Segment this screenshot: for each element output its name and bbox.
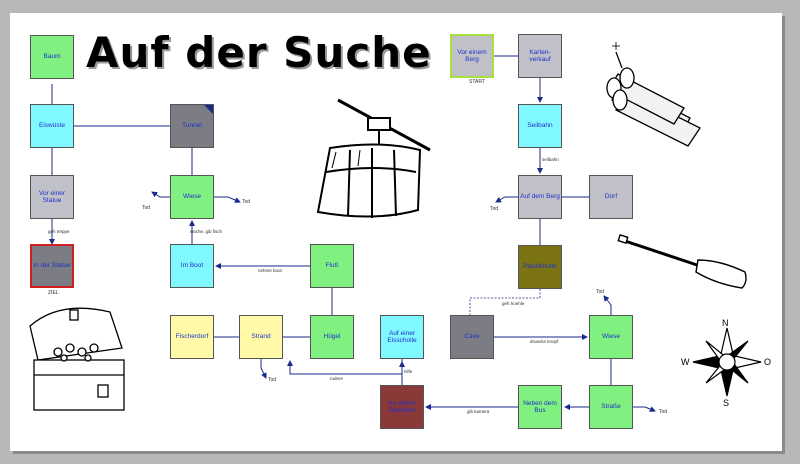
node-satellit[interactable]: Au einem Satelliten [380, 385, 424, 429]
paddle-icon [617, 234, 747, 289]
node-eiswueste[interactable]: Eiswüste [30, 104, 74, 148]
game-sheet [10, 13, 782, 451]
arrow-eis-strand [287, 359, 403, 375]
corner-marker [204, 105, 213, 114]
node-dorf[interactable]: Dorf [589, 175, 633, 219]
edge-druecke-knopf: druecke knopf [530, 339, 559, 344]
compass-rose-icon [692, 327, 762, 397]
node-seilbahn[interactable]: Seilbahn [518, 104, 562, 148]
tod-label-2: Tod [242, 199, 251, 205]
node-tunnel[interactable]: Tunnel [170, 104, 214, 148]
tod-wiese-r [603, 295, 612, 315]
node-eisscholle[interactable]: Auf einer Eisscholle [380, 315, 424, 359]
edge-wache: wache, gib fisch [190, 229, 223, 234]
tod-aufberg [495, 196, 518, 203]
node-cave[interactable]: Cave [450, 315, 494, 359]
tod-wiese-l-left [151, 191, 170, 198]
tod-strasse [633, 406, 656, 412]
node-wiese-left[interactable]: Wiese [170, 175, 214, 219]
edge-geh-hoehle: geh hoehle [502, 301, 525, 306]
edge-seilbahn: seilbahn [542, 157, 559, 162]
ziel-label: ZIEL [48, 290, 59, 296]
tod-wiese-l-right [214, 196, 241, 203]
compass-o: O [764, 357, 772, 367]
edge-rudere: rudere [330, 376, 344, 381]
node-fluss[interactable]: Fluß [310, 244, 354, 288]
node-baum[interactable]: Baum [30, 35, 74, 79]
compass-n: N [722, 318, 729, 328]
page-title: Auf der Suche [86, 28, 432, 77]
node-kartenverkauf[interactable]: Karten-verkauf [518, 34, 562, 78]
dynamite-icon [606, 42, 701, 147]
node-strand[interactable]: Strand [239, 315, 283, 359]
link-plastik-cave [469, 289, 541, 315]
edge-gib-kamera: gib kamera [467, 409, 490, 414]
edge-nehme-boot: nehme boot [258, 268, 282, 273]
node-auf-berg[interactable]: Auf dem Berg [518, 175, 562, 219]
tod-label-5: Tod [596, 289, 605, 295]
edge-geh-treppe: geh treppe [48, 229, 70, 234]
node-fischerdorf[interactable]: Fischerdorf [170, 315, 214, 359]
start-label: START [469, 79, 485, 85]
compass-w: W [681, 357, 690, 367]
node-vor-statue[interactable]: Vor einer Statue [30, 175, 74, 219]
node-vor-berg[interactable]: Vor einem Berg [450, 34, 494, 78]
node-in-statue[interactable]: In der Statue [30, 244, 74, 288]
treasure-chest-icon [29, 307, 125, 411]
compass-s: S [723, 398, 730, 408]
node-strasse[interactable]: Straße [589, 385, 633, 429]
node-im-boot[interactable]: Im Boot [170, 244, 214, 288]
tod-strand [260, 359, 267, 379]
node-plastikhuette[interactable]: Plastikhütte [518, 245, 562, 289]
cable-car-icon [316, 98, 431, 218]
tod-label-1: Tod [142, 205, 151, 211]
tod-label-6: Tod [659, 409, 668, 415]
node-huegel[interactable]: Hügel [310, 315, 354, 359]
tod-label-3: Tod [268, 377, 277, 383]
node-neben-bus[interactable]: Neben dem Bus [518, 385, 562, 429]
node-wiese-right[interactable]: Wiese [589, 315, 633, 359]
edge-hilfe: hilfe [404, 369, 413, 374]
tod-label-4: Tod [490, 206, 499, 212]
